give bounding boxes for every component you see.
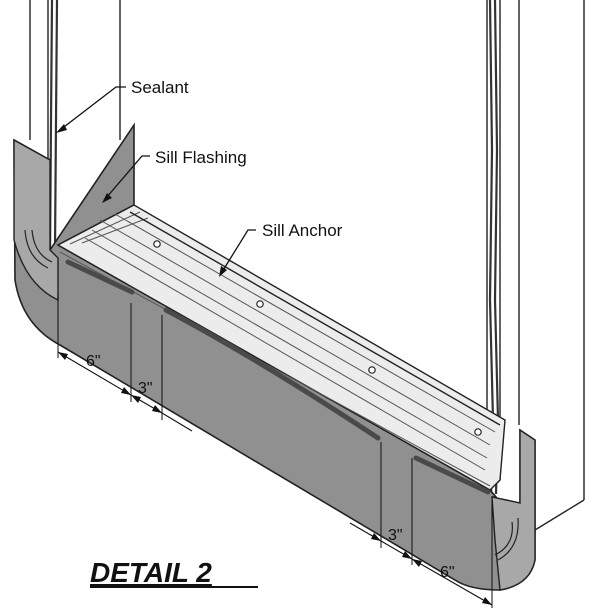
dim-left-end: 6" [86, 353, 101, 370]
sealant-beads-front [65, 259, 491, 495]
label-sill-flashing: Sill Flashing [155, 148, 247, 167]
sealant-bead-left [48, 0, 59, 256]
leader-lines [59, 86, 256, 273]
label-sealant: Sealant [131, 78, 189, 97]
dim-right-gap: 3" [388, 527, 403, 544]
dim-left-gap: 3" [138, 380, 153, 397]
leader-arrowheads [56, 124, 227, 277]
anchor-screws [153, 240, 482, 436]
label-sill-anchor: Sill Anchor [262, 221, 343, 240]
dimension-extension-lines [57, 295, 493, 608]
dim-right-end: 6" [440, 564, 455, 581]
end-dam-left-inner-curve [24, 229, 53, 269]
end-dam-left [13, 138, 59, 302]
detail-title: DETAIL 2 [90, 557, 212, 588]
right-wall-jamb [486, 0, 585, 531]
end-dam-right-inner-curve [494, 517, 519, 561]
dimension-arrowheads [58, 352, 492, 605]
